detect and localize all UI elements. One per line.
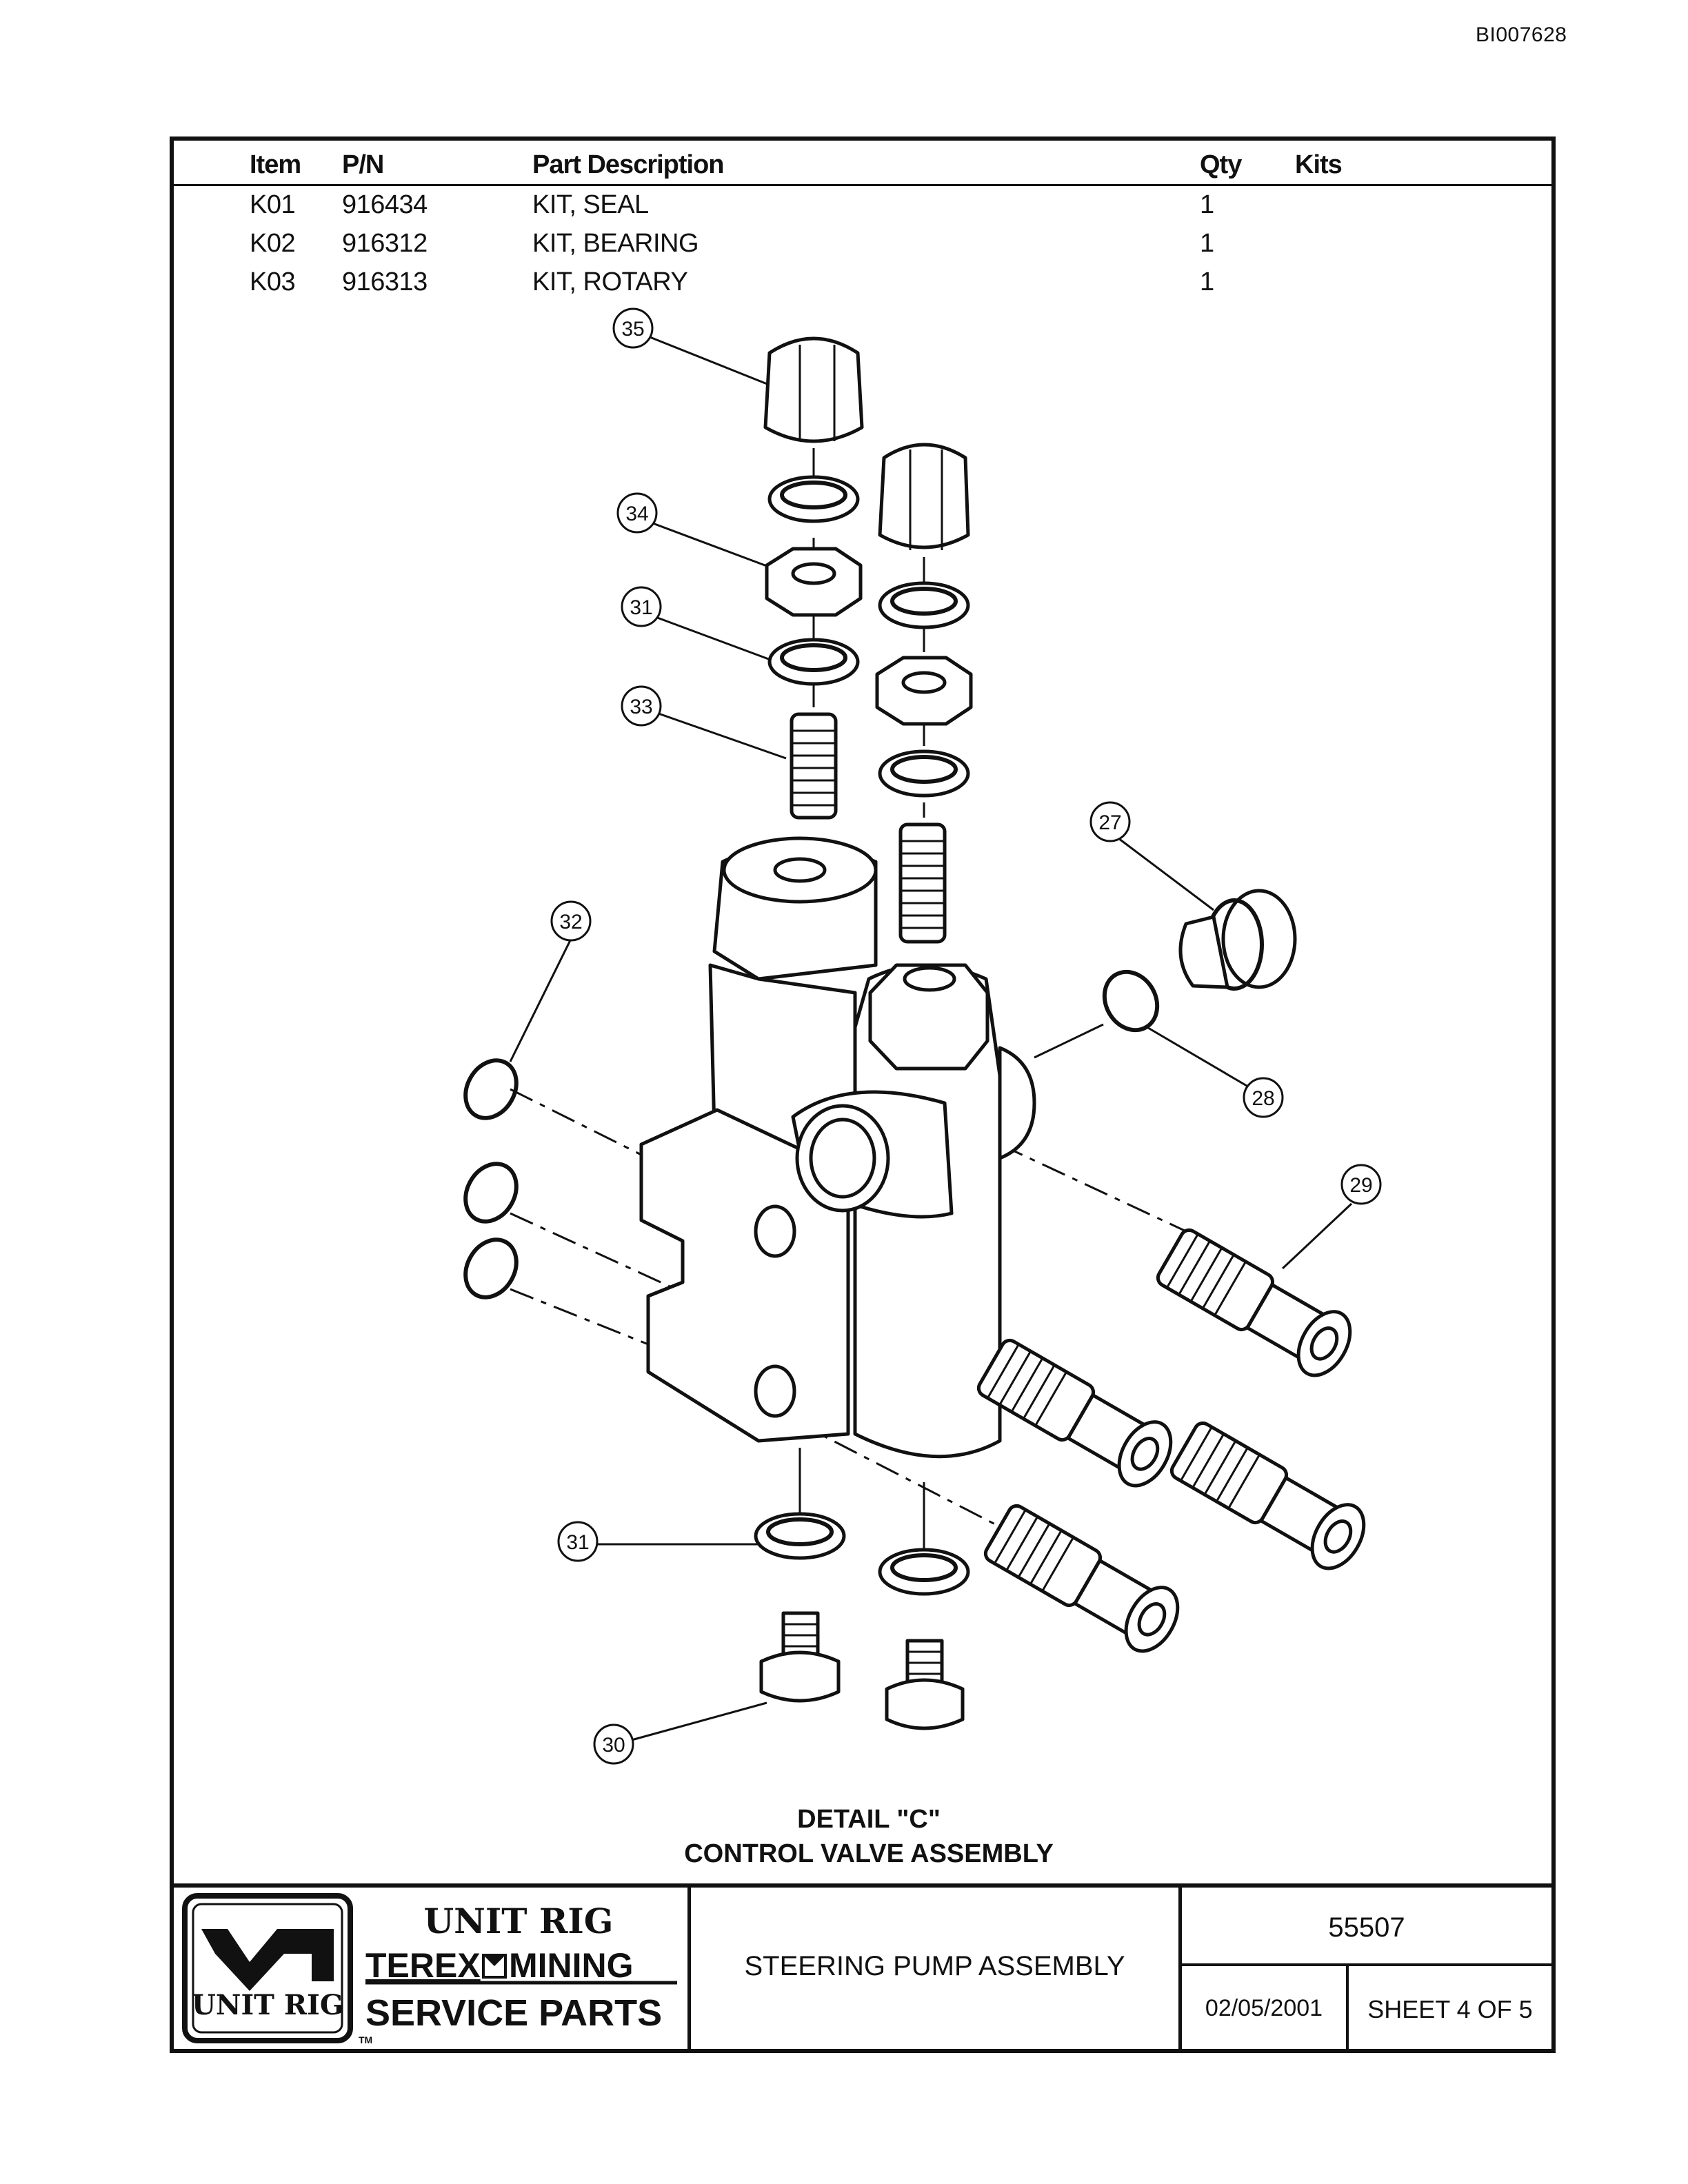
sheet-cell: SHEET 4 OF 5: [1349, 1966, 1551, 2049]
detail-title: DETAIL "C": [797, 1805, 941, 1834]
row-description: KIT, BEARING: [532, 229, 699, 258]
logo-area: UNIT RIG TM UNIT RIG TEREX MINING SERVIC…: [174, 1888, 691, 2049]
row-item: K03: [250, 267, 296, 296]
assembly-title-area: STEERING PUMP ASSEMBLY: [691, 1888, 1182, 2049]
unit-rig-logo: UNIT RIG TM UNIT RIG TEREX MINING SERVIC…: [182, 1893, 677, 2045]
row-description: KIT, ROTARY: [532, 267, 688, 296]
brand-mining: MINING: [509, 1946, 634, 1985]
header-kits: Kits: [1295, 150, 1343, 179]
header-item: Item: [250, 150, 301, 179]
document-id: BI007628: [1476, 23, 1567, 46]
table-row: K02 916312 KIT, BEARING 1: [174, 225, 1551, 263]
row-description: KIT, SEAL: [532, 190, 649, 219]
parts-table-header: Item P/N Part Description Qty Kits: [174, 141, 1551, 186]
header-description: Part Description: [532, 150, 725, 179]
row-qty: 1: [1200, 267, 1214, 296]
header-pn: P/N: [342, 150, 384, 179]
drawing-number-cell: 55507: [1182, 1888, 1551, 1966]
trademark-mark: TM: [359, 2034, 372, 2045]
row-qty: 1: [1200, 190, 1214, 219]
header-qty: Qty: [1200, 150, 1242, 179]
table-row: K03 916313 KIT, ROTARY 1: [174, 263, 1551, 302]
title-block: UNIT RIG TM UNIT RIG TEREX MINING SERVIC…: [174, 1883, 1551, 2049]
brand-service-parts: SERVICE PARTS: [365, 1992, 662, 2034]
detail-caption: DETAIL "C" CONTROL VALVE ASSEMBLY: [600, 1802, 1138, 1871]
assembly-title: STEERING PUMP ASSEMBLY: [744, 1951, 1125, 1981]
sheet-number: SHEET 4 OF 5: [1367, 1995, 1533, 2023]
drawing-date: 02/05/2001: [1205, 1995, 1323, 2021]
drawing-number: 55507: [1328, 1912, 1405, 1943]
drawing-sheet: Item P/N Part Description Qty Kits K01 9…: [170, 136, 1556, 2053]
logo-text: UNIT RIG: [192, 1989, 343, 2021]
row-pn: 916434: [342, 190, 428, 219]
detail-subtitle: CONTROL VALVE ASSEMBLY: [684, 1839, 1054, 1868]
date-cell: 02/05/2001: [1182, 1966, 1349, 2049]
row-item: K01: [250, 190, 296, 219]
row-pn: 916312: [342, 229, 428, 258]
row-pn: 916313: [342, 267, 428, 296]
drawing-info-area: 55507 02/05/2001 SHEET 4 OF 5: [1182, 1888, 1551, 2049]
brand-terex: TEREX: [365, 1946, 481, 1985]
brand-unit-rig: UNIT RIG: [424, 1901, 614, 1941]
row-item: K02: [250, 229, 296, 258]
table-row: K01 916434 KIT, SEAL 1: [174, 186, 1551, 225]
row-qty: 1: [1200, 229, 1214, 258]
